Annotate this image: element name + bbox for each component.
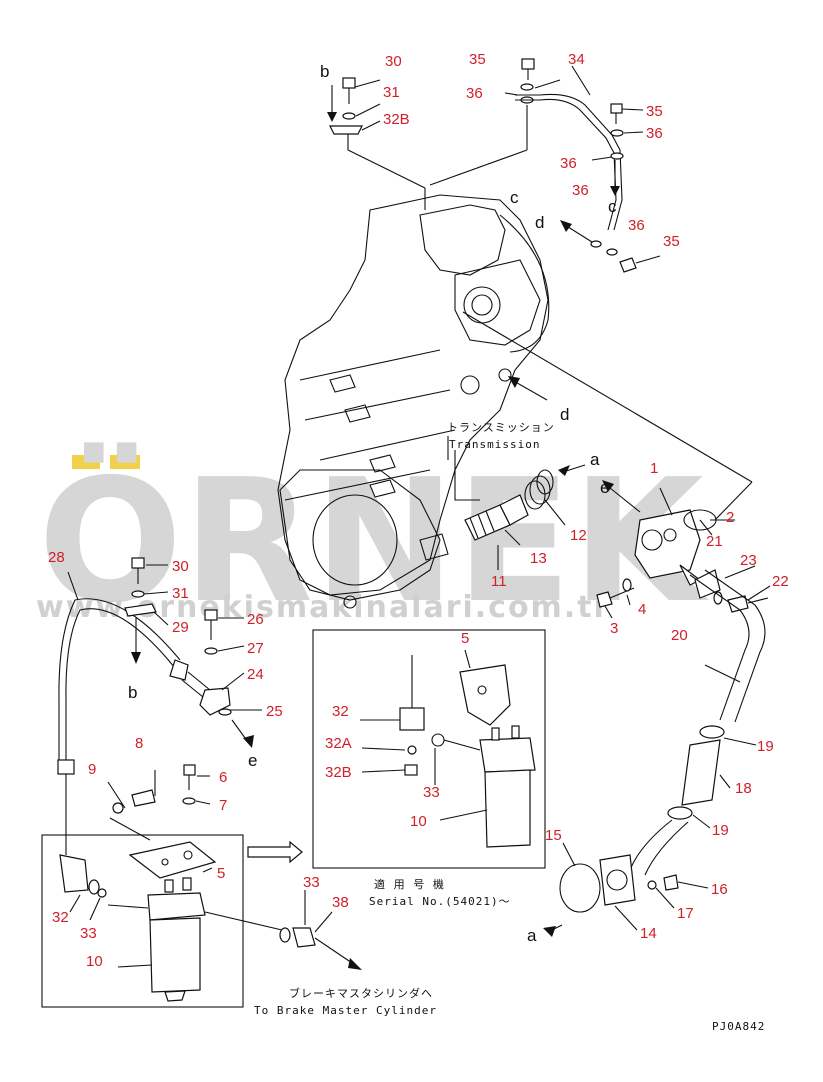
arrowhead-d-lower <box>508 376 520 388</box>
part-number-30-left: 30 <box>172 558 189 575</box>
brake-label-en: To Brake Master Cylinder <box>254 1004 437 1017</box>
part-number-35: 38 <box>332 894 349 911</box>
part-number-32b: 32B <box>325 764 352 781</box>
part-number-38-d: 36 <box>572 182 589 199</box>
part-number-34: 32B <box>383 111 410 128</box>
part-number-13: 13 <box>530 550 547 567</box>
view-letter-d-lower: d <box>560 405 569 424</box>
view-letter-b-top: b <box>320 62 329 81</box>
part-number-9: 9 <box>88 761 96 778</box>
part-number-38-e: 36 <box>628 217 645 234</box>
transmission-label-en: Transmission <box>449 438 540 451</box>
part-number-19-b: 19 <box>712 822 729 839</box>
part-number-labels: 30 31 32B 35 36 34 35 36 36 36 36 35 1 2… <box>48 51 789 970</box>
part-number-29: 29 <box>172 619 189 636</box>
part-number-8: 8 <box>135 735 143 752</box>
part-number-28: 28 <box>48 549 65 566</box>
brake-hose-group <box>57 557 262 775</box>
part-number-6: 6 <box>219 769 227 786</box>
view-letter-d-top: d <box>535 213 544 232</box>
part-number-14: 14 <box>640 925 657 942</box>
part-number-17: 17 <box>677 905 694 922</box>
part-number-1: 1 <box>650 460 658 477</box>
part-number-37-c: 35 <box>663 233 680 250</box>
part-number-38-a: 36 <box>466 85 483 102</box>
part-number-16: 16 <box>711 881 728 898</box>
part-number-7: 7 <box>219 797 227 814</box>
transmission-housing <box>277 194 753 609</box>
part-number-10-inset: 10 <box>410 813 427 830</box>
part-number-19-a: 19 <box>757 738 774 755</box>
part-number-37-b: 35 <box>646 103 663 120</box>
part-number-38-b: 36 <box>646 125 663 142</box>
view-letter-e-left: e <box>248 751 257 770</box>
part-number-26: 26 <box>247 611 264 628</box>
annotation-labels: トランスミッション Transmission 適 用 号 機 Serial No… <box>254 421 765 1033</box>
part-number-23: 23 <box>740 552 757 569</box>
view-letter-a-bottom: a <box>527 926 537 945</box>
part-number-5-main: 5 <box>217 865 225 882</box>
part-number-20: 20 <box>671 627 688 644</box>
view-letter-b-left: b <box>128 683 137 702</box>
part-number-21: 21 <box>706 533 723 550</box>
watermark-accent-left <box>72 455 100 469</box>
part-number-37-a: 35 <box>469 51 486 68</box>
part-number-36: 34 <box>568 51 585 68</box>
view-reference-letters: b c c d d a e b e a <box>128 62 617 945</box>
watermark-accent-right <box>110 455 140 469</box>
part-number-12: 12 <box>570 527 587 544</box>
hose-group <box>543 569 766 937</box>
filter-group-current <box>41 764 362 1008</box>
serial-label-en: Serial No.(54021)～ <box>369 895 511 908</box>
arrow-d-lower <box>511 379 548 401</box>
view-letter-c-right: c <box>608 197 617 216</box>
part-number-38-c: 36 <box>560 155 577 172</box>
transmission-label-jp: トランスミッション <box>447 421 555 434</box>
tube-group-top-right <box>429 58 661 273</box>
part-number-24: 24 <box>247 666 264 683</box>
part-number-25: 25 <box>266 703 283 720</box>
part-number-11: 11 <box>491 573 507 590</box>
view-letter-a-top: a <box>590 450 600 469</box>
part-number-4: 4 <box>638 601 646 618</box>
bracket-group-top-left <box>327 77 426 210</box>
part-number-3: 3 <box>610 620 618 637</box>
inset-filter-group-serial <box>312 629 546 869</box>
part-number-32-main: 32 <box>52 909 69 926</box>
view-letter-e-right: e <box>600 478 609 497</box>
part-number-33-main: 33 <box>80 925 97 942</box>
part-number-10-main: 10 <box>86 953 103 970</box>
part-number-27: 27 <box>247 640 264 657</box>
part-number-32-inset: 32 <box>332 703 349 720</box>
part-number-30-top: 30 <box>385 53 402 70</box>
part-number-31-left: 31 <box>172 585 189 602</box>
part-number-15: 15 <box>545 827 562 844</box>
part-number-18: 18 <box>735 780 752 797</box>
part-number-5-inset: 5 <box>461 630 469 647</box>
part-number-33-right: 33 <box>303 874 320 891</box>
view-letter-c-top: c <box>510 188 519 207</box>
watermark-url: www.orneki̇smakinalari.com.tr <box>36 590 610 625</box>
part-number-31-top: 31 <box>383 84 400 101</box>
part-number-22: 22 <box>772 573 789 590</box>
part-number-2: 2 <box>726 509 734 526</box>
part-number-33-inset: 33 <box>423 784 440 801</box>
serial-label-jp: 適 用 号 機 <box>374 877 445 891</box>
strainer-group <box>464 464 586 570</box>
drawing-code: PJ0A842 <box>712 1020 765 1033</box>
part-number-32a: 32A <box>325 735 352 752</box>
brake-label-jp: ブレーキマスタシリンダへ <box>289 986 433 1000</box>
